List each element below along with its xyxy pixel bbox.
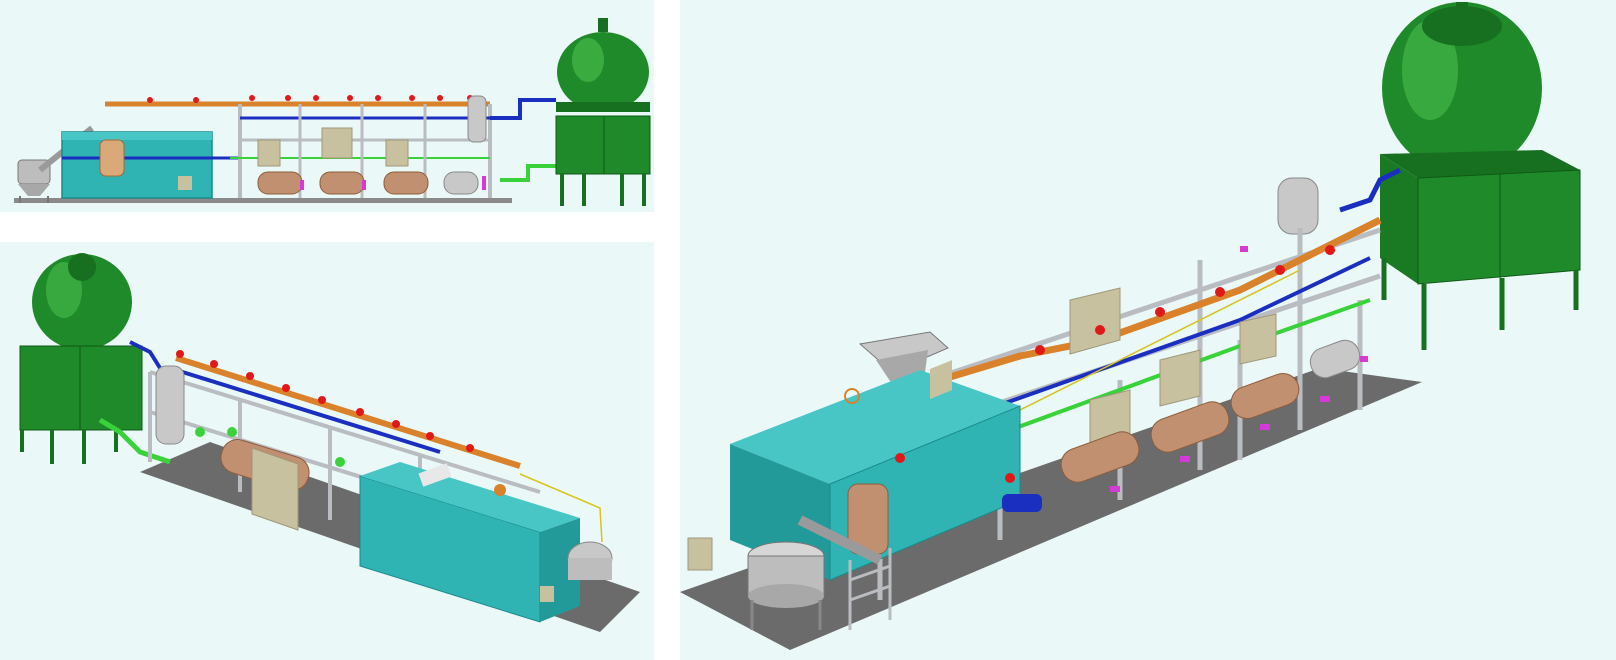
plant-front-elevation-render (14, 18, 651, 206)
cooling-tower (555, 18, 651, 206)
cooling-tower (1380, 2, 1581, 350)
front-isometric-view (680, 0, 1616, 660)
plant-rear-isometric-render (19, 253, 640, 632)
mixing-vessel (747, 541, 825, 630)
cooling-tower (19, 253, 143, 464)
front-elevation-view (0, 0, 654, 212)
plant-front-isometric-render (680, 2, 1581, 650)
rear-isometric-view (0, 242, 654, 660)
teal-tank (61, 131, 240, 199)
